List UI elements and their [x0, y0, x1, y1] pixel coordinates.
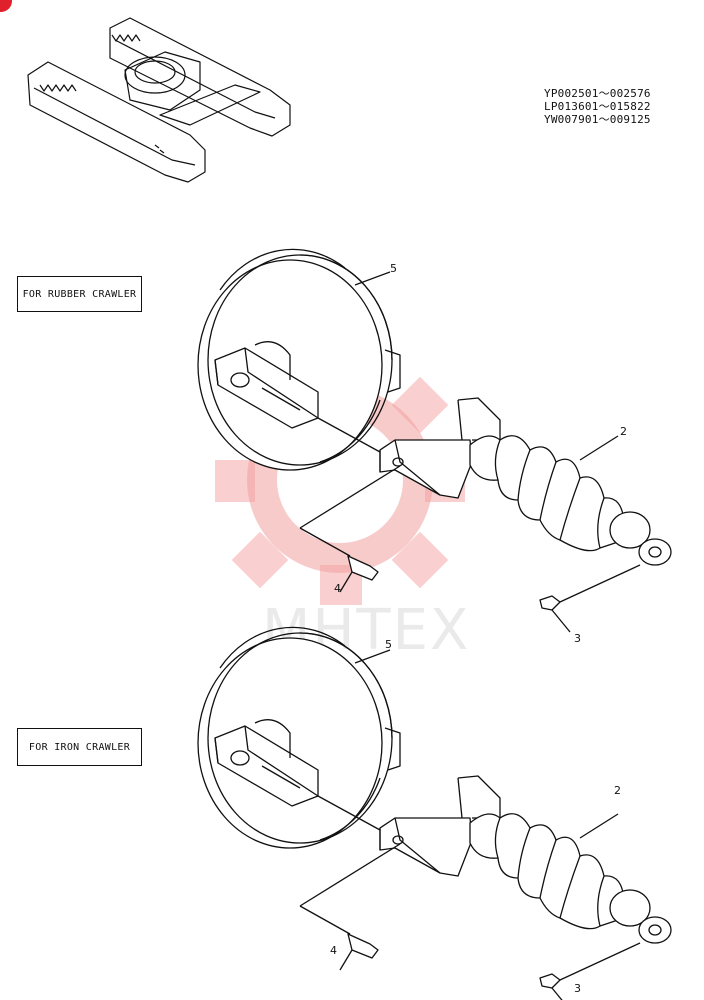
- callout-bolt-small-lower: 3: [574, 982, 581, 995]
- callout-bolt-large-upper: 4: [334, 582, 341, 595]
- callout-bolt-small-upper: 3: [574, 632, 581, 645]
- serial-range-2: LP013601〜015822: [544, 100, 651, 113]
- serial-range-1: YP002501〜002576: [544, 87, 651, 100]
- callout-bolt-large-lower: 4: [330, 944, 337, 957]
- variant-label-iron: FOR IRON CRAWLER: [17, 728, 142, 766]
- callout-idler-lower: 5: [385, 638, 392, 651]
- callout-cushion-upper: 2: [620, 425, 627, 438]
- variant-label-rubber: FOR RUBBER CRAWLER: [17, 276, 142, 312]
- callout-cushion-lower: 2: [614, 784, 621, 797]
- callout-idler-upper: 5: [390, 262, 397, 275]
- serial-range-3: YW007901〜009125: [544, 113, 651, 126]
